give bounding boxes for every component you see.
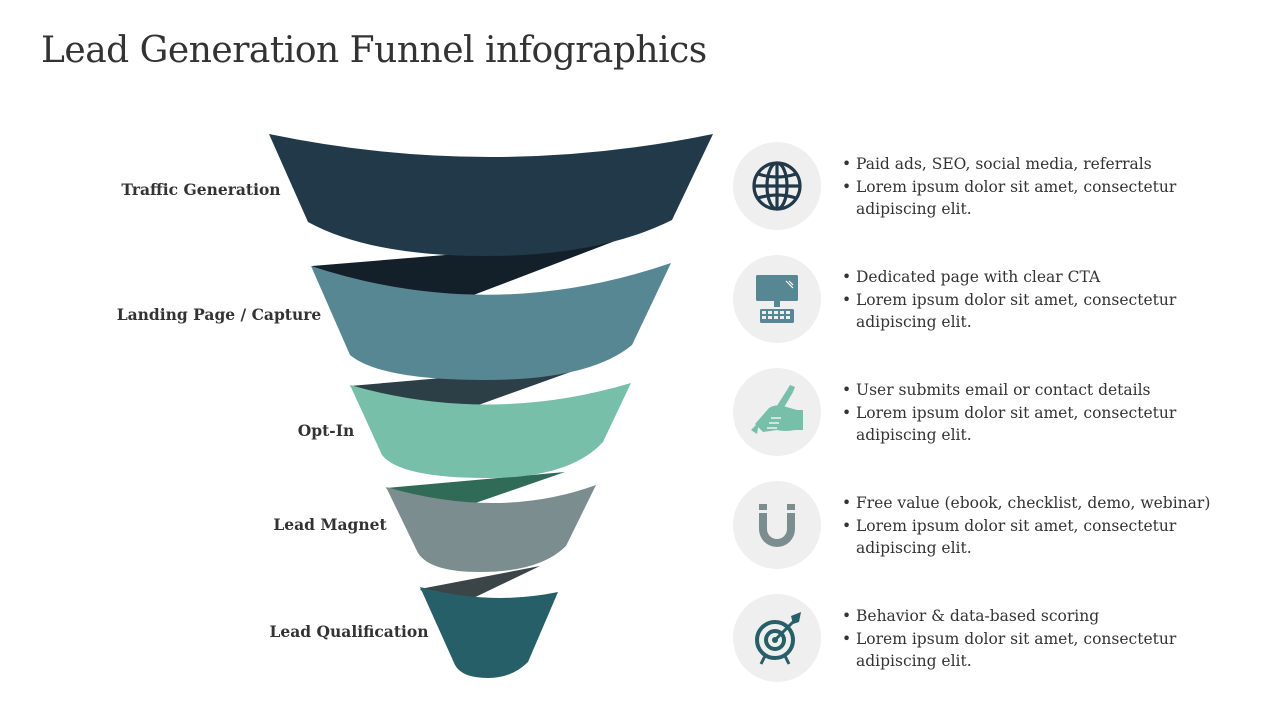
magnet-icon-circle <box>733 481 821 569</box>
hand-writing-icon <box>751 385 803 434</box>
bullet-item: Lorem ipsum dolor sit amet, consectetur <box>840 402 1260 425</box>
bullet-continuation: adipiscing elit. <box>856 313 972 331</box>
bullets-landing: Dedicated page with clear CTA Lorem ipsu… <box>840 266 1260 334</box>
bullet-item: User submits email or contact details <box>840 379 1260 402</box>
stage-label-qualification: Lead Qualification <box>269 622 429 641</box>
globe-icon <box>752 161 802 211</box>
stage-label-traffic: Traffic Generation <box>121 180 281 199</box>
funnel-band-optin <box>350 383 631 478</box>
bullets-optin: User submits email or contact details Lo… <box>840 379 1260 447</box>
bullet-continuation: adipiscing elit. <box>856 200 972 218</box>
computer-icon-circle <box>733 255 821 343</box>
bullet-item: Lorem ipsum dolor sit amet, consectetur <box>840 628 1260 651</box>
bullet-item: Behavior & data-based scoring <box>840 605 1260 628</box>
bullet-continuation: adipiscing elit. <box>856 652 972 670</box>
funnel-shadow-traffic <box>312 241 615 300</box>
bullet-item: Lorem ipsum dolor sit amet, consectetur <box>840 289 1260 312</box>
bullet-continuation: adipiscing elit. <box>856 539 972 557</box>
bullets-traffic: Paid ads, SEO, social media, referrals L… <box>840 153 1260 221</box>
funnel-band-qualification <box>420 587 558 678</box>
bullet-item: Lorem ipsum dolor sit amet, consectetur <box>840 176 1260 199</box>
stage-label-landing: Landing Page / Capture <box>116 305 322 324</box>
stage-label-magnet: Lead Magnet <box>273 515 387 534</box>
bullet-item: Paid ads, SEO, social media, referrals <box>840 153 1260 176</box>
hand-writing-icon-circle <box>733 368 821 456</box>
bullet-item: Free value (ebook, checklist, demo, webi… <box>840 492 1260 515</box>
bullet-item: Lorem ipsum dolor sit amet, consectetur <box>840 515 1260 538</box>
funnel-band-traffic <box>269 134 713 256</box>
target-icon-circle <box>733 594 821 682</box>
computer-icon <box>756 275 798 323</box>
bullet-item: Dedicated page with clear CTA <box>840 266 1260 289</box>
page-title: Lead Generation Funnel infographics <box>41 30 707 71</box>
bullet-continuation: adipiscing elit. <box>856 426 972 444</box>
funnel-band-landing <box>311 263 671 380</box>
target-icon <box>755 612 801 665</box>
funnel-band-magnet <box>386 485 596 572</box>
funnel-shadow-magnet <box>420 566 540 602</box>
bullets-qualification: Behavior & data-based scoring Lorem ipsu… <box>840 605 1260 673</box>
magnet-icon <box>759 504 795 547</box>
globe-icon-circle <box>733 142 821 230</box>
stage-label-optin: Opt-In <box>297 421 355 440</box>
bullets-magnet: Free value (ebook, checklist, demo, webi… <box>840 492 1260 560</box>
